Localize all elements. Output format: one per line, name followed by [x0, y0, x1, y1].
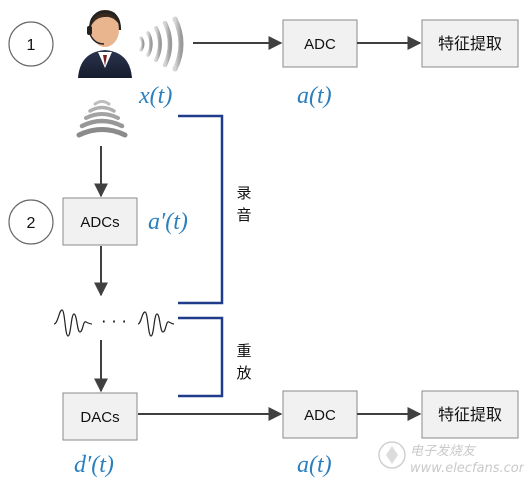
- signal-a-top-label: a(t): [297, 83, 332, 109]
- sound-wave-emit-icon: [139, 16, 184, 72]
- record-char-2: 音: [236, 206, 251, 224]
- watermark-text-line1: 电子发烧友: [410, 444, 477, 459]
- adc-bottom-label: ADC: [304, 407, 336, 424]
- step-1-label: 1: [27, 37, 36, 54]
- adcs-label: ADCs: [80, 214, 119, 231]
- feature-extraction-bottom-box: 特征提取: [421, 390, 519, 439]
- watermark-logo: 电子发烧友 www.elecfans.com: [378, 441, 524, 476]
- signal-x-label: x(t): [138, 83, 172, 109]
- replay-bracket: [178, 316, 224, 398]
- stored-waveform-icon: [53, 309, 175, 337]
- watermark-text-line2: www.elecfans.com: [410, 461, 524, 476]
- signal-a-prime-label: a′(t): [148, 209, 188, 235]
- replay-char-1: 重: [236, 342, 251, 360]
- step-1-circle: 1: [8, 21, 54, 67]
- waveform-dots: · · ·: [101, 312, 126, 331]
- signal-d-prime-label: d′(t): [74, 452, 114, 478]
- record-char-1: 录: [236, 184, 251, 202]
- sound-wave-receive-icon: [76, 100, 128, 138]
- dacs-label: DACs: [80, 409, 119, 426]
- signal-a-bottom-label: a(t): [297, 452, 332, 478]
- adc-top-box: ADC: [282, 19, 358, 68]
- dacs-box: DACs: [62, 392, 138, 441]
- adc-bottom-box: ADC: [282, 390, 358, 439]
- speaker-person-icon: [78, 10, 132, 78]
- feature-extraction-top-box: 特征提取: [421, 19, 519, 68]
- feature-extraction-top-label: 特征提取: [438, 34, 502, 53]
- feature-extraction-bottom-label: 特征提取: [438, 405, 502, 424]
- record-bracket: [178, 114, 224, 305]
- step-2-circle: 2: [8, 199, 54, 245]
- adcs-box: ADCs: [62, 197, 138, 246]
- adc-top-label: ADC: [304, 36, 336, 53]
- replay-char-2: 放: [236, 364, 251, 382]
- step-2-label: 2: [27, 215, 36, 232]
